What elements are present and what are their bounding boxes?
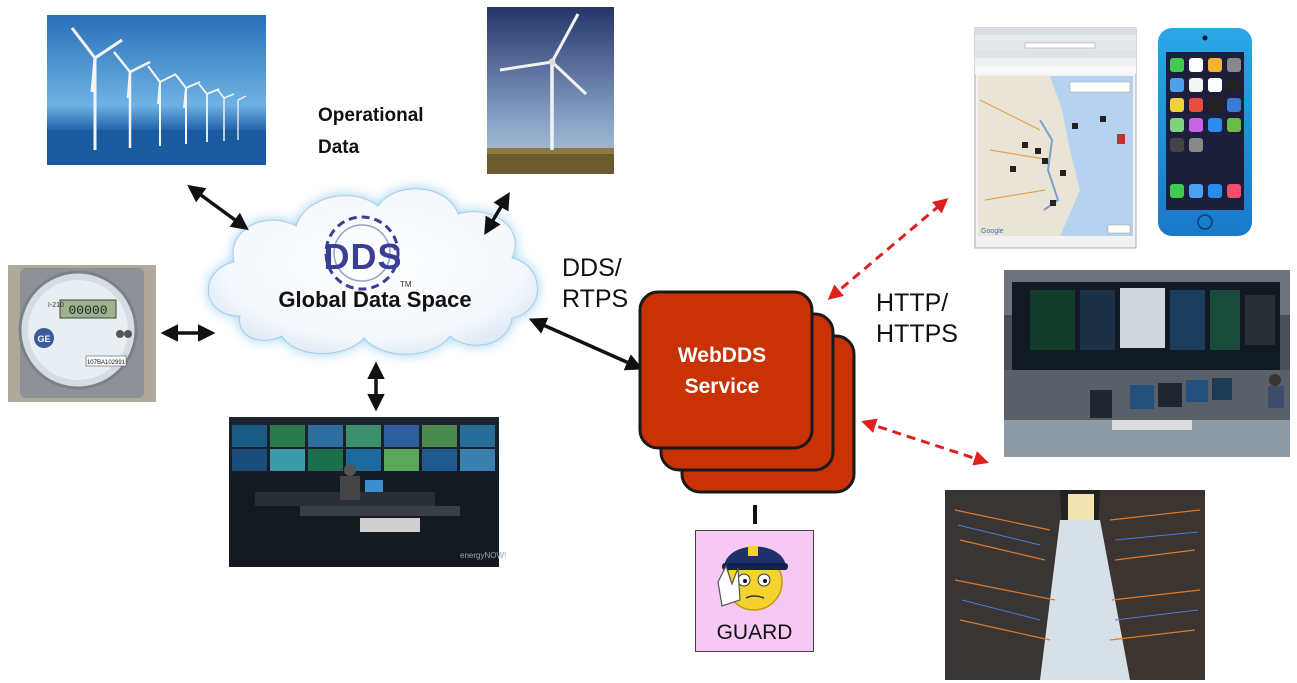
smart-meter-photo: 00000 GE I-210 107BA102991: [8, 265, 156, 402]
guard-label: GUARD: [716, 621, 793, 644]
smartphone-photo: [1158, 28, 1252, 236]
operational-data-label: Operational Data: [318, 100, 478, 164]
global-data-space-label: Global Data Space: [278, 287, 472, 312]
arrow-cloud-webdds: [528, 317, 644, 371]
global-data-space-cloud: [208, 188, 538, 355]
meter-brand: GE: [37, 334, 50, 344]
http-https-label: HTTP/ HTTPS: [876, 288, 958, 350]
service-text: Service: [684, 375, 760, 398]
datacenter-photo: [945, 490, 1205, 680]
meter-display: 00000: [68, 303, 107, 318]
dds-slash-text: DDS/: [562, 254, 622, 282]
arrow-windfarm-cloud: [187, 184, 249, 231]
data-text: Data: [318, 137, 360, 158]
arrow-webdds-servers: [861, 418, 989, 466]
red-http-arrows: [827, 198, 989, 466]
operational-text: Operational: [318, 105, 424, 126]
arrow-turbine-cloud: [484, 191, 510, 236]
webdds-box-front: [638, 290, 814, 450]
black-connector-arrows: [160, 184, 644, 412]
webdds-text: WebDDS: [677, 344, 767, 367]
dds-rtps-label: DDS/ RTPS: [562, 253, 628, 315]
meter-serial: 107BA102991: [87, 360, 126, 366]
map-google-logo: Google: [981, 228, 1004, 235]
trademark-mark: TM: [400, 280, 412, 289]
rtps-text: RTPS: [562, 285, 629, 313]
http-slash-text: HTTP/: [876, 289, 949, 317]
control-room-large-photo: [1004, 270, 1290, 457]
arrow-webdds-browser: [827, 198, 949, 300]
dds-logo-text: DDS: [323, 236, 403, 277]
https-text: HTTPS: [876, 320, 958, 348]
police-guard-icon: [717, 546, 788, 611]
map-browser-screenshot: Google: [974, 27, 1137, 249]
control-room-photo: energyNOW!: [229, 417, 506, 567]
webdds-service-label: WebDDS Service: [642, 340, 802, 402]
wind-farm-photo: [47, 15, 266, 165]
webdds-service-stack: [638, 290, 856, 494]
energynow-watermark: energyNOW!: [460, 551, 506, 560]
meter-model: I-210: [48, 302, 64, 309]
wind-turbine-photo: [487, 7, 614, 174]
